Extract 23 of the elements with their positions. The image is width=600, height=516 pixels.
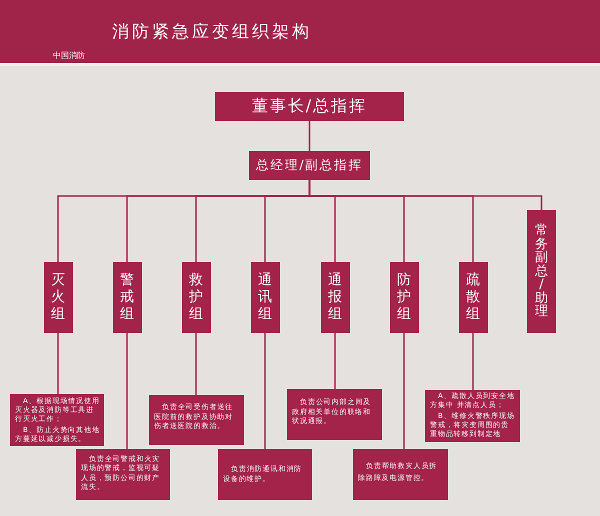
org-box: 常务副总/助理 (527, 210, 556, 333)
connector-line (264, 333, 266, 449)
group-box: 警戒组 (112, 262, 142, 333)
group-box: 通报组 (320, 262, 350, 333)
group-box: 疏散组 (458, 262, 488, 333)
connector-line (403, 333, 405, 449)
connector-line (308, 121, 310, 151)
connector-line (195, 333, 197, 395)
title: 消防紧急应变组织架构 (112, 21, 312, 43)
group-box: 通讯组 (250, 262, 280, 333)
org-box: 董事长/总指挥 (215, 92, 404, 121)
group-box: 救护组 (182, 262, 210, 333)
description-box (425, 390, 520, 442)
connector-line (57, 333, 59, 394)
description-box (10, 394, 104, 446)
org-box: 总经理/副总指挥 (249, 151, 370, 180)
connector-line (334, 333, 336, 389)
connector-line (126, 333, 128, 449)
connector-line (472, 333, 474, 390)
group-box: 灭火组 (44, 262, 72, 333)
group-box: 防护组 (390, 262, 418, 333)
connector-line (308, 180, 542, 210)
header-label: 中国消防 (53, 51, 85, 61)
